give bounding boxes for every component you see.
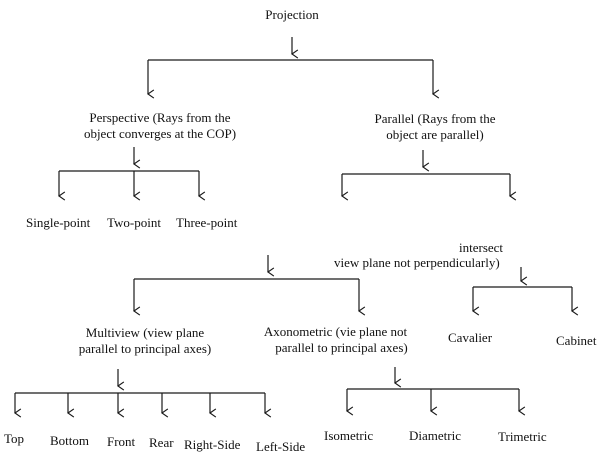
node-cabinet: Cabinet: [556, 333, 597, 348]
node-axonometric-line2: parallel to principal axes): [275, 340, 408, 355]
node-trimetric: Trimetric: [498, 429, 547, 444]
node-front: Front: [107, 434, 136, 449]
node-left-side: Left-Side: [256, 439, 306, 454]
node-top: Top: [4, 431, 25, 446]
node-three-point: Three-point: [176, 215, 238, 230]
node-rear: Rear: [149, 435, 174, 450]
node-oblique-line1: intersect: [459, 240, 504, 255]
node-cavalier: Cavalier: [448, 330, 493, 345]
node-right-side: Right-Side: [184, 437, 241, 452]
node-parallel-line1: Parallel (Rays from the: [374, 111, 496, 126]
node-single-point: Single-point: [26, 215, 91, 230]
node-bottom: Bottom: [50, 433, 90, 448]
node-multiview-line1: Multiview (view plane: [85, 325, 205, 340]
node-isometric: Isometric: [324, 428, 374, 443]
node-multiview-line2: parallel to principal axes): [78, 341, 212, 356]
node-projection: Projection: [265, 7, 319, 22]
node-parallel-line2: object are parallel): [386, 127, 484, 142]
node-diametric: Diametric: [409, 428, 461, 443]
node-perspective-line1: Perspective (Rays from the: [89, 110, 231, 125]
node-perspective-line2: object converges at the COP): [83, 126, 237, 141]
node-axonometric-line1: Axonometric (vie plane not: [263, 324, 408, 339]
node-oblique-line2: view plane not perpendicularly): [334, 255, 500, 270]
node-two-point: Two-point: [107, 215, 161, 230]
